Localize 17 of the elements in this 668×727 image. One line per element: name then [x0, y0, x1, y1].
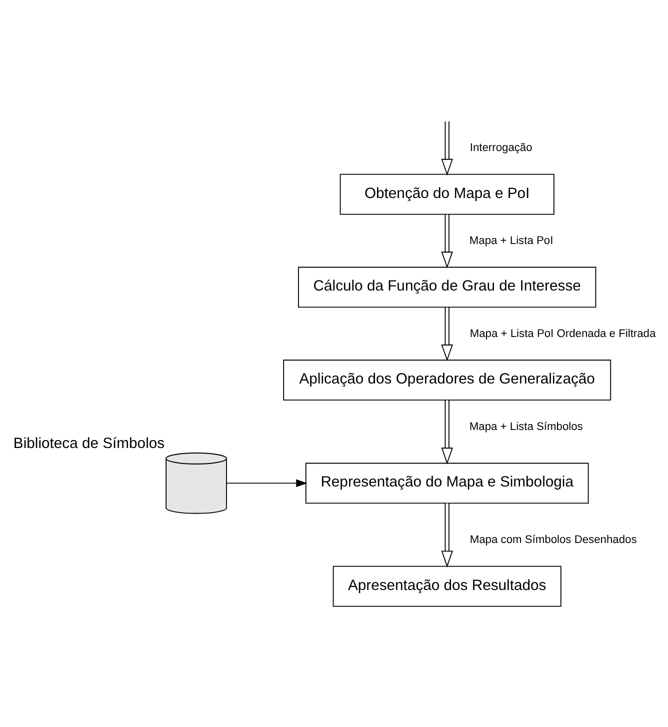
node-box: Obtenção do Mapa e PoI — [340, 174, 554, 215]
edge-label: Mapa + Lista PoI — [469, 235, 554, 248]
arrow — [441, 502, 453, 568]
arrow — [441, 214, 453, 268]
arrow — [441, 400, 453, 464]
node-box: Cálculo da Função de Grau de Interesse — [298, 266, 596, 308]
edge-label: Mapa com Símbolos Desenhados — [470, 534, 637, 546]
node-box: Aplicação dos Operadores de Generalização — [283, 360, 612, 401]
arrow — [226, 479, 308, 488]
node-label: Biblioteca de Símbolos — [13, 436, 165, 452]
edge-label: Interrogação — [470, 142, 532, 154]
edge-label: Mapa + Lista PoI Ordenada e Filtrada — [470, 328, 656, 340]
arrow — [441, 306, 453, 362]
arrow — [441, 120, 453, 176]
edge-label: Mapa + Lista Símbolos — [469, 420, 583, 433]
node-box: Representação do Mapa e Simbologia — [305, 462, 589, 504]
node-box: Apresentação dos Resultados — [332, 566, 562, 607]
